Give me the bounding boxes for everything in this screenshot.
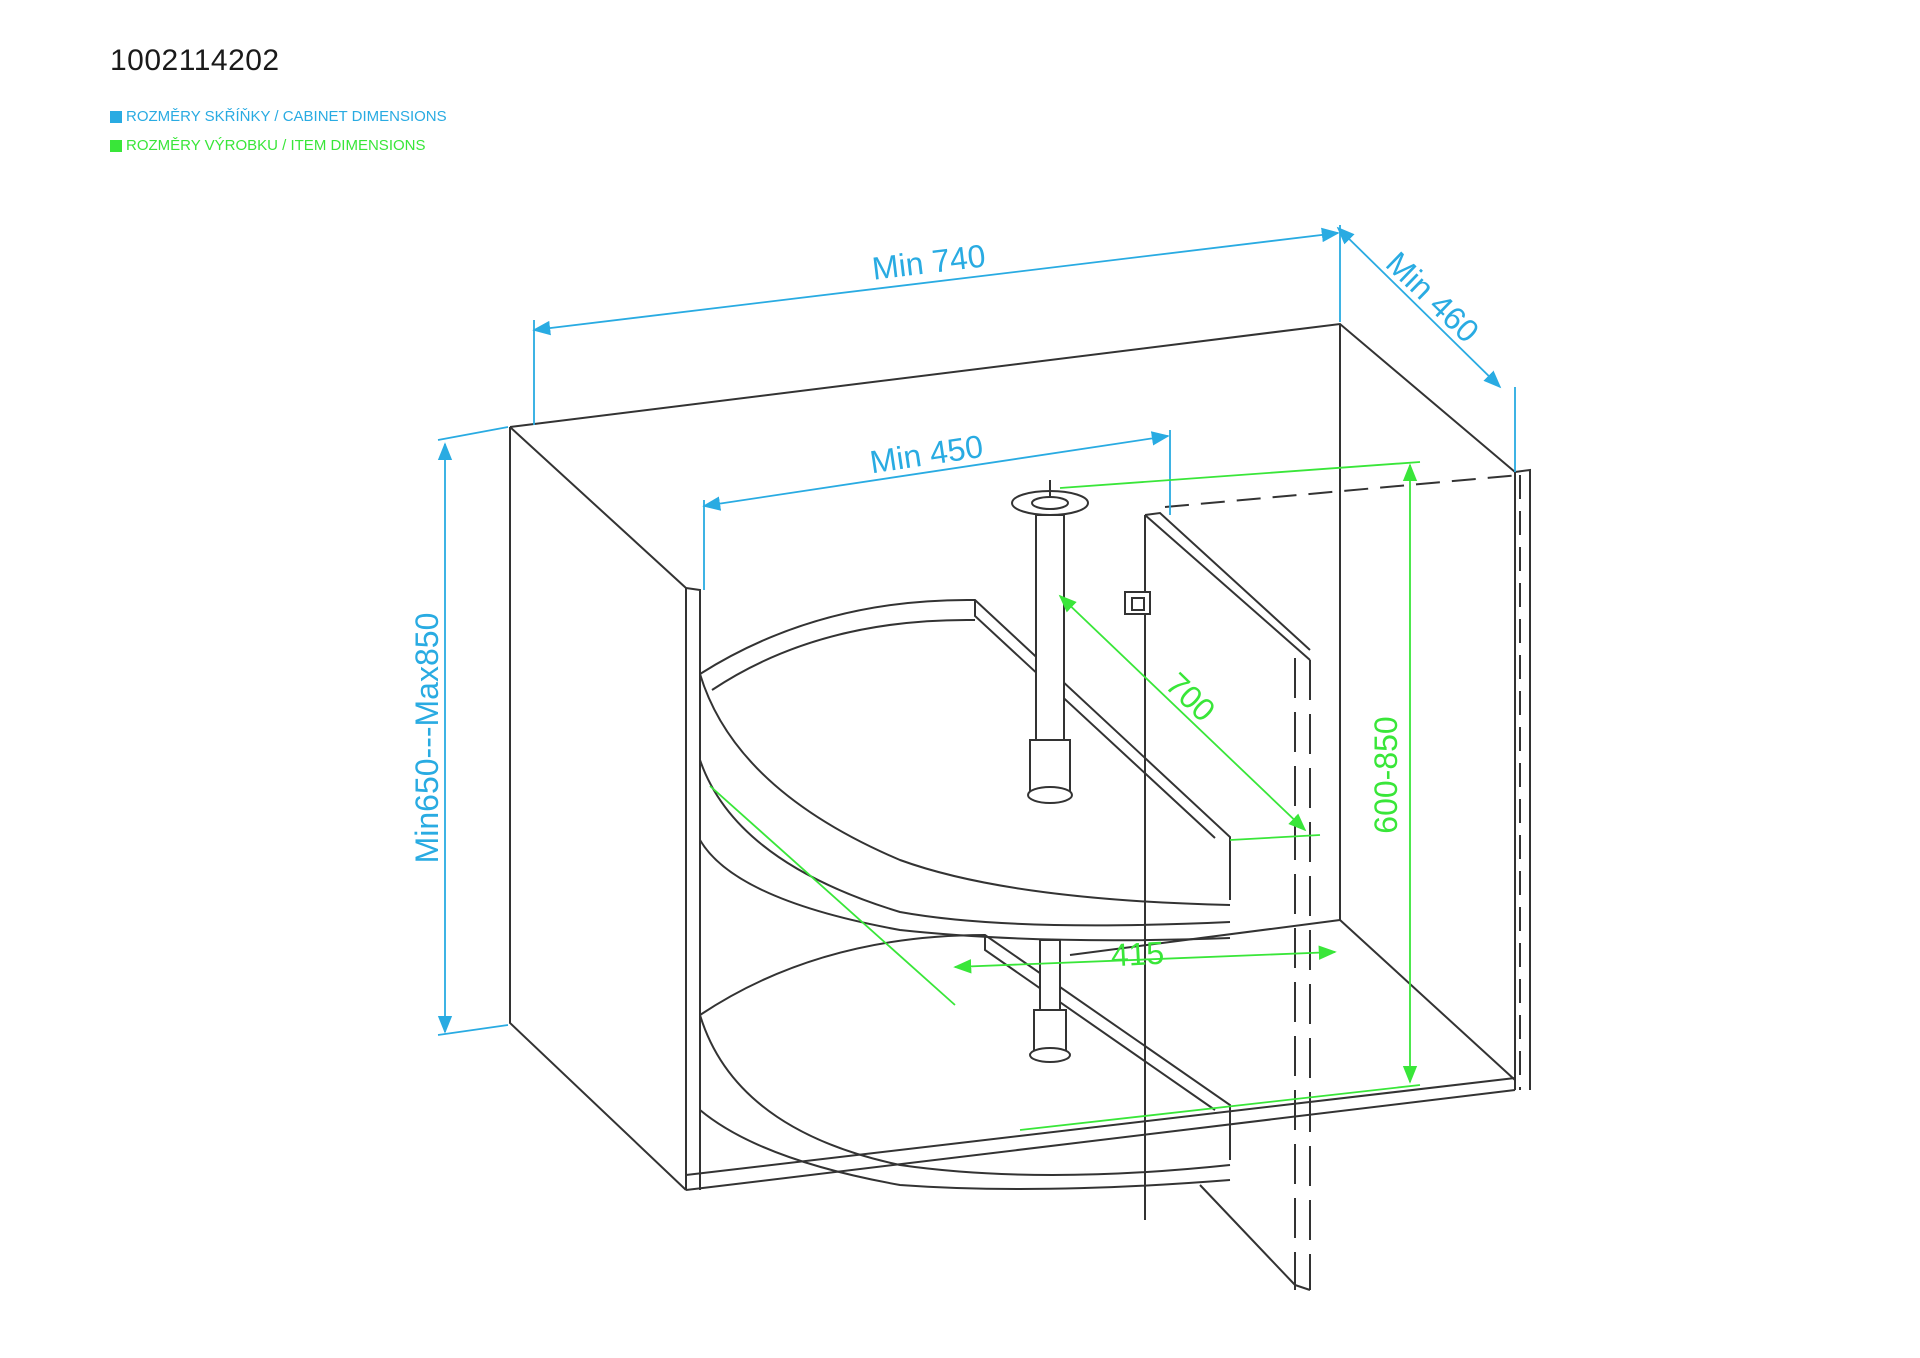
legend-cabinet-swatch bbox=[110, 110, 122, 123]
legend-cabinet: ROZMĚRY SKŘÍŇKY / CABINET DIMENSIONS bbox=[110, 108, 447, 125]
legend-item-label: ROZMĚRY VÝROBKU / ITEM DIMENSIONS bbox=[126, 137, 426, 154]
dim-cabinet-height: Min650---Max850 bbox=[409, 613, 445, 864]
hinge bbox=[1124, 591, 1151, 615]
dim-item-depth: 415 bbox=[1110, 935, 1165, 974]
central-pole bbox=[1011, 480, 1089, 1063]
upper-shelf bbox=[699, 598, 1231, 942]
product-code: 1002114202 bbox=[110, 44, 280, 77]
dim-item-height: 600-850 bbox=[1368, 716, 1404, 833]
legend-item-swatch bbox=[110, 139, 122, 152]
item-dimension-lines bbox=[709, 461, 1421, 1131]
cabinet-dimension-lines bbox=[437, 225, 1516, 1036]
legend-item: ROZMĚRY VÝROBKU / ITEM DIMENSIONS bbox=[110, 137, 426, 154]
legend-cabinet-label: ROZMĚRY SKŘÍŇKY / CABINET DIMENSIONS bbox=[126, 108, 447, 125]
dim-item-diameter: 700 bbox=[1159, 666, 1222, 729]
dim-cabinet-depth: Min 460 bbox=[1379, 245, 1486, 350]
dim-cabinet-width: Min 740 bbox=[870, 237, 987, 286]
lower-shelf bbox=[699, 933, 1231, 1190]
